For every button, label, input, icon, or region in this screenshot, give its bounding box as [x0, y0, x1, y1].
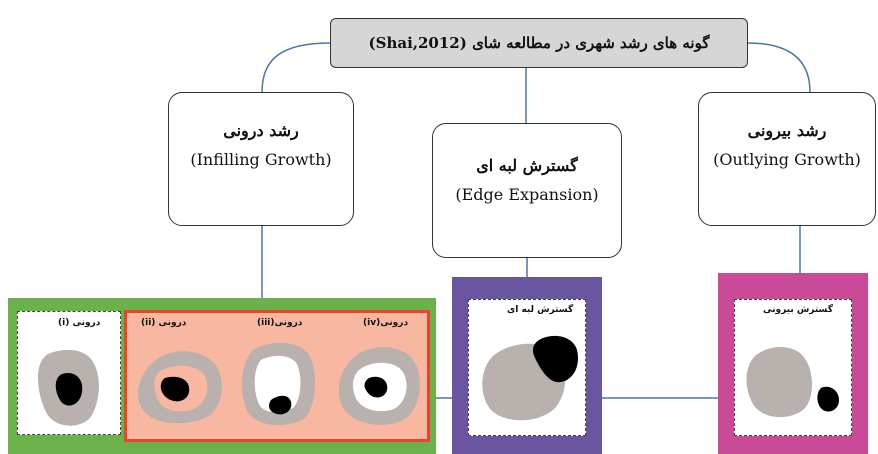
outlying-card-label: گسترش بیرونی	[763, 305, 833, 315]
branch-edge-fa: گسترش لبه ای	[476, 156, 578, 175]
infill-iv-graphic	[338, 347, 420, 425]
branch-edge-en: (Edge Expansion)	[455, 185, 599, 204]
infill-card-i: درونی (i)	[17, 311, 121, 435]
branch-outlying: رشد بیرونی (Outlying Growth)	[698, 92, 876, 226]
connector-root-outlying	[747, 42, 811, 93]
black-blob	[532, 335, 579, 383]
root-title: گونه های رشد شهری در مطالعه شای (Shai,20…	[368, 34, 710, 52]
infill-panel: درونی (i) درونی (ii) درونی(iii)	[8, 298, 436, 454]
infill-card-iv: درونی(iv)	[331, 314, 427, 438]
black-blob	[817, 386, 839, 412]
black-blob	[364, 376, 388, 398]
infill-i-graphic	[37, 349, 99, 426]
infill-iii-graphic	[241, 342, 316, 426]
edge-card-label: گسترش لبه ای	[507, 305, 574, 315]
gray-blob	[746, 347, 812, 418]
outlying-panel: گسترش بیرونی	[718, 273, 868, 454]
connector-root-infill	[261, 42, 331, 93]
white-hole	[254, 355, 301, 413]
outlying-card: گسترش بیرونی	[734, 299, 852, 436]
branch-outlying-fa: رشد بیرونی	[747, 121, 827, 140]
black-blob	[55, 372, 83, 406]
branch-infilling-en: (Infilling Growth)	[190, 150, 332, 169]
branch-infilling: رشد درونی (Infilling Growth)	[168, 92, 354, 226]
black-blob	[269, 395, 292, 415]
infill-card-iv-label: درونی(iv)	[363, 318, 409, 328]
infill-card-ii: درونی (ii)	[129, 314, 225, 438]
root-node: گونه های رشد شهری در مطالعه شای (Shai,20…	[330, 18, 748, 68]
infill-ii-graphic	[137, 351, 222, 424]
infill-card-iii-label: درونی(iii)	[257, 318, 303, 328]
black-blob	[160, 376, 190, 402]
branch-outlying-en: (Outlying Growth)	[713, 150, 861, 169]
outlying-graphic	[746, 347, 839, 418]
edge-panel: گسترش لبه ای	[452, 277, 602, 454]
branch-edge: گسترش لبه ای (Edge Expansion)	[432, 123, 622, 258]
infill-sub-panel: درونی (ii) درونی(iii) درونی(iv)	[124, 310, 430, 442]
infill-card-ii-label: درونی (ii)	[141, 318, 187, 328]
branch-infilling-fa: رشد درونی	[223, 121, 299, 140]
edge-card: گسترش لبه ای	[468, 299, 586, 436]
infill-card-iii: درونی(iii)	[231, 314, 327, 438]
infill-card-i-label: درونی (i)	[58, 318, 101, 328]
edge-graphic	[482, 335, 579, 421]
